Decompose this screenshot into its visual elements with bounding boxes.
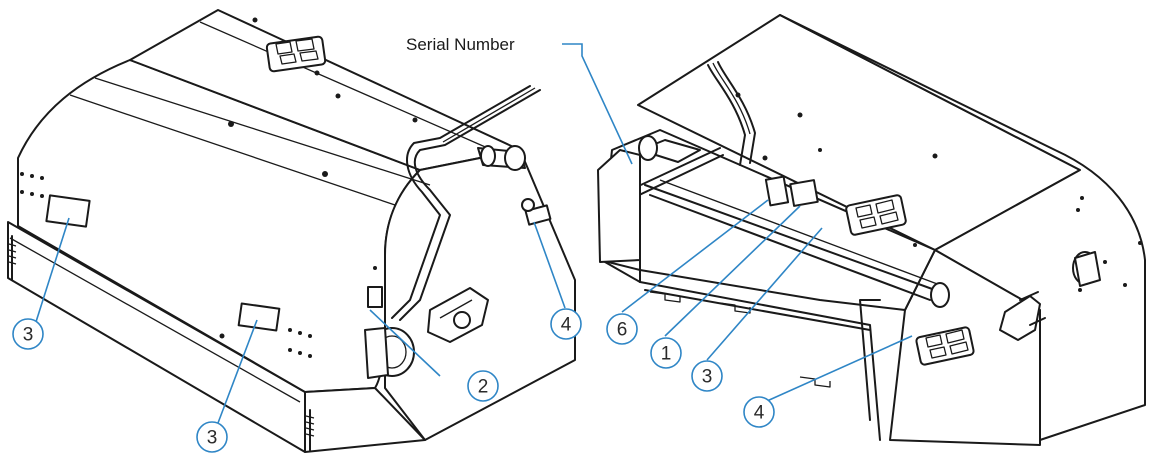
svg-text:2: 2 bbox=[478, 377, 489, 398]
svg-text:1: 1 bbox=[661, 344, 672, 365]
svg-text:4: 4 bbox=[561, 315, 572, 336]
leader-lines bbox=[34, 43, 913, 424]
serial-number-label: Serial Number bbox=[406, 35, 515, 54]
callout-left-2: 2 bbox=[467, 370, 499, 402]
callout-right-3: 3 bbox=[691, 360, 723, 392]
svg-text:3: 3 bbox=[23, 325, 34, 346]
svg-text:4: 4 bbox=[754, 403, 765, 424]
callout-left-3-lower: 3 bbox=[196, 421, 228, 453]
left-machine-drawing bbox=[7, 9, 576, 453]
callout-left-3-upper: 3 bbox=[12, 318, 44, 350]
svg-text:6: 6 bbox=[617, 320, 628, 341]
callout-left-4: 4 bbox=[550, 308, 582, 340]
svg-text:3: 3 bbox=[702, 367, 713, 388]
right-machine-drawing bbox=[597, 14, 1146, 446]
callout-right-4: 4 bbox=[743, 396, 775, 428]
callout-right-6: 6 bbox=[606, 313, 638, 345]
callout-right-1: 1 bbox=[650, 337, 682, 369]
svg-text:3: 3 bbox=[207, 428, 218, 449]
